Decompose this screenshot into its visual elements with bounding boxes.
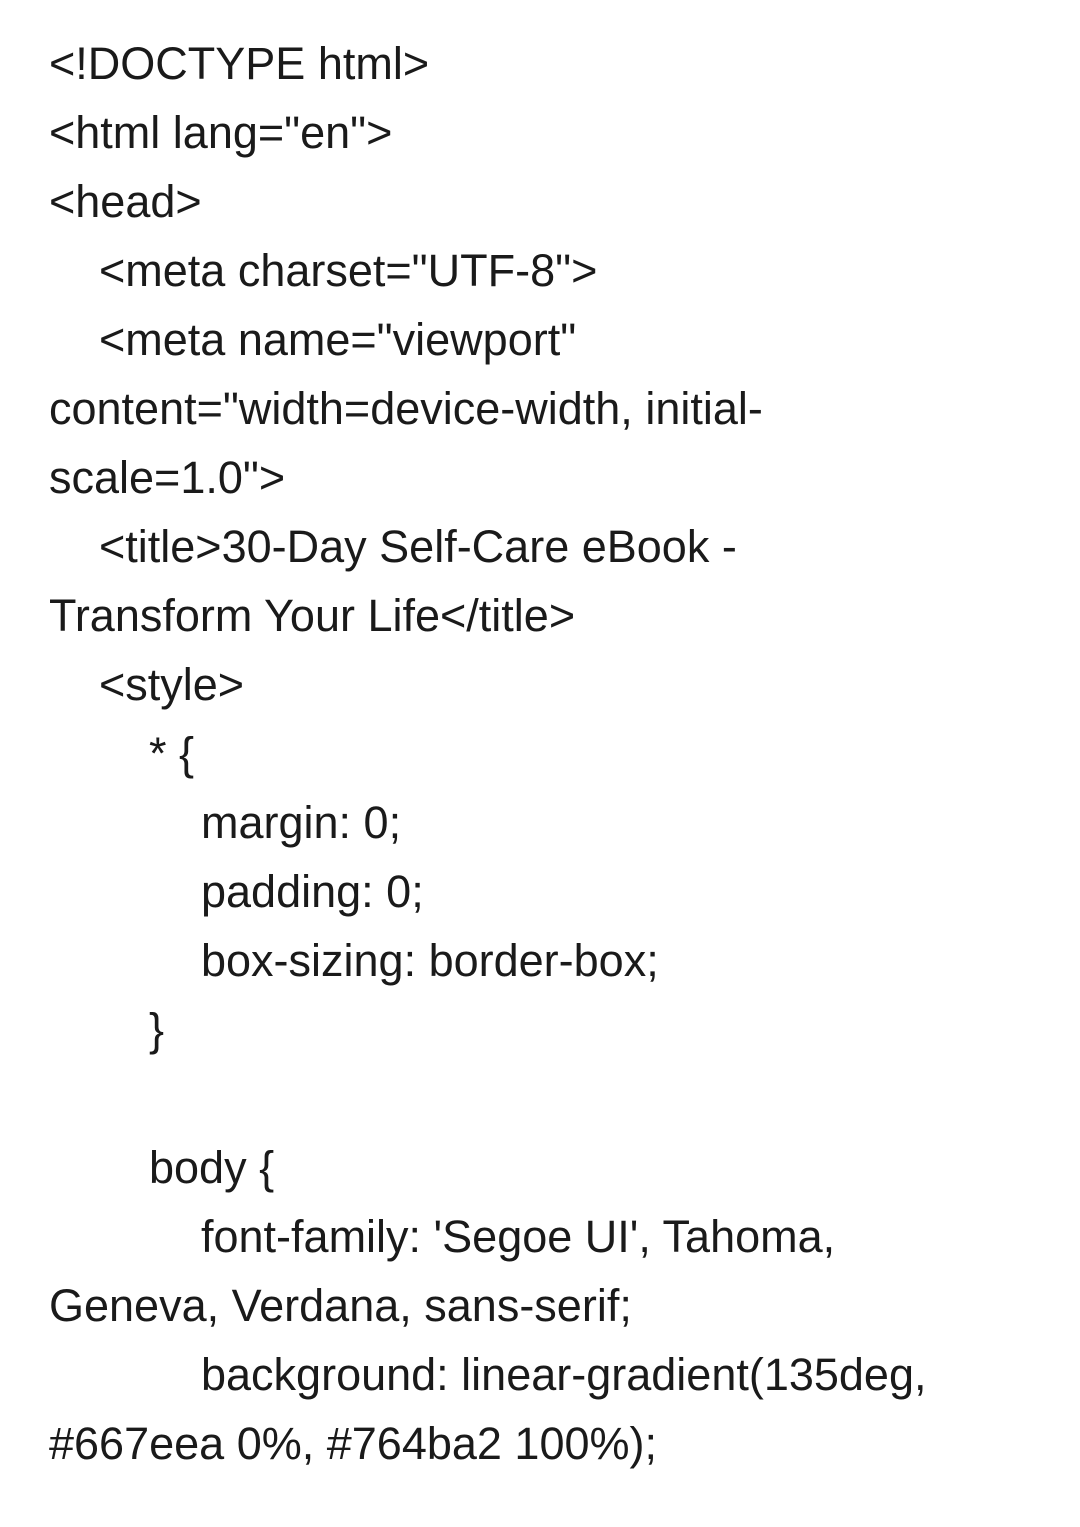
code-line: <!DOCTYPE html>: [49, 38, 430, 89]
code-line: body {: [149, 1142, 275, 1193]
code-line: <meta charset="UTF-8">: [99, 245, 598, 296]
code-line: font-family: 'Segoe UI', Tahoma,: [201, 1211, 836, 1262]
code-line: * {: [149, 728, 195, 779]
code-line: }: [149, 1004, 165, 1055]
code-line: <meta name="viewport": [99, 314, 577, 365]
code-line: <head>: [49, 176, 202, 227]
code-line: #667eea 0%, #764ba2 100%);: [49, 1418, 658, 1469]
code-line: Geneva, Verdana, sans-serif;: [49, 1280, 632, 1331]
code-line: background: linear-gradient(135deg,: [201, 1349, 927, 1400]
code-line: Transform Your Life</title>: [49, 590, 576, 641]
code-line: box-sizing: border-box;: [201, 935, 659, 986]
code-line: margin: 0;: [201, 797, 402, 848]
code-line: <html lang="en">: [49, 107, 393, 158]
code-line: padding: 0;: [201, 866, 424, 917]
code-line: <style>: [99, 659, 245, 710]
code-line: scale=1.0">: [49, 452, 286, 503]
code-line: <title>30-Day Self-Care eBook -: [99, 521, 737, 572]
code-line: content="width=device-width, initial-: [49, 383, 763, 434]
